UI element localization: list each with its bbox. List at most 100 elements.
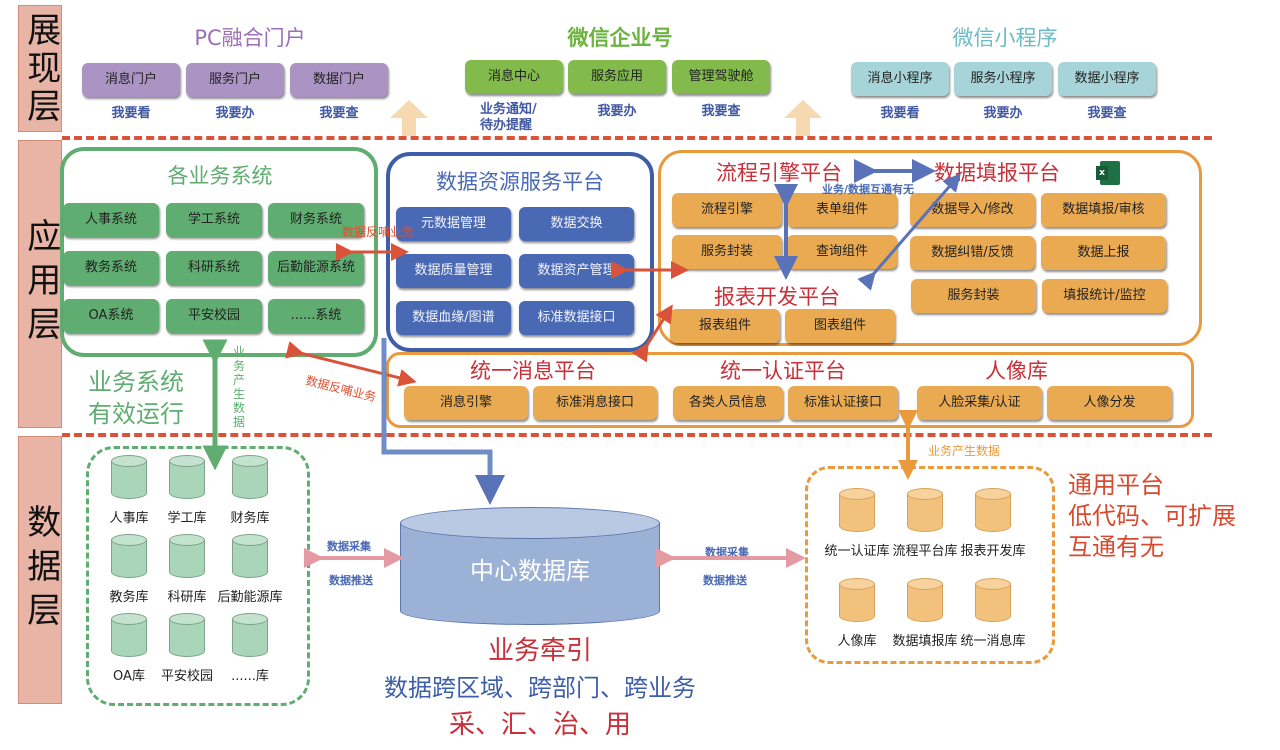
data-report-button[interactable]: 数据上报 bbox=[1041, 236, 1166, 270]
database-icon bbox=[169, 534, 205, 578]
database-icon bbox=[975, 488, 1011, 532]
workflow-platform-title: 流程引擎平台 bbox=[716, 161, 842, 185]
data-lineage-button[interactable]: 数据血缘/图谱 bbox=[396, 301, 511, 335]
business-system-research[interactable]: 科研系统 bbox=[166, 251, 262, 285]
database-label: 学工库 bbox=[167, 511, 207, 526]
business-system-student[interactable]: 学工系统 bbox=[166, 203, 262, 237]
up-arrow-right bbox=[784, 100, 822, 136]
chart-component-button[interactable]: 图表组件 bbox=[785, 309, 895, 343]
layer-label-presentation: 展现层 bbox=[18, 5, 62, 132]
data-fill-review-button[interactable]: 数据填报/审核 bbox=[1041, 193, 1166, 227]
central-database-label: 中心数据库 bbox=[470, 557, 590, 585]
business-system-oa[interactable]: OA系统 bbox=[63, 299, 159, 333]
data-asset-button[interactable]: 数据资产管理 bbox=[519, 254, 634, 288]
fill-service-wrap-button[interactable]: 服务封装 bbox=[911, 279, 1036, 313]
data-import-button[interactable]: 数据导入/修改 bbox=[910, 193, 1035, 227]
database-label: 后勤能源库 bbox=[217, 590, 283, 605]
bottom-slogan-3: 采、汇、治、用 bbox=[448, 710, 631, 740]
standard-message-api-button[interactable]: 标准消息接口 bbox=[533, 386, 657, 420]
database-icon bbox=[169, 613, 205, 657]
database-icon bbox=[111, 613, 147, 657]
database-icon bbox=[232, 455, 268, 499]
database-icon bbox=[169, 455, 205, 499]
portrait-distribute-button[interactable]: 人像分发 bbox=[1047, 386, 1172, 420]
business-system-academic[interactable]: 教务系统 bbox=[63, 251, 159, 285]
mini-program-title: 微信小程序 bbox=[952, 26, 1058, 50]
database-icon bbox=[839, 488, 875, 532]
service-wrap-button[interactable]: 服务封装 bbox=[672, 235, 782, 269]
wechat-caption-do: 我要办 bbox=[597, 104, 637, 119]
database-label: OA库 bbox=[113, 669, 145, 684]
database-icon bbox=[907, 578, 943, 622]
database-label: 数据填报库 bbox=[892, 634, 958, 649]
workflow-engine-button[interactable]: 流程引擎 bbox=[672, 193, 782, 227]
pc-caption-view: 我要看 bbox=[111, 106, 151, 121]
data-correction-button[interactable]: 数据纠错/反馈 bbox=[910, 236, 1035, 270]
layer-label-data: 数据层 bbox=[18, 436, 62, 704]
left-link-push: 数据推送 bbox=[329, 574, 373, 587]
business-system-hr[interactable]: 人事系统 bbox=[63, 203, 159, 237]
pc-portal-title: PC融合门户 bbox=[194, 26, 306, 50]
platform-slogan-3: 互通有无 bbox=[1068, 533, 1164, 561]
service-portal-button[interactable]: 服务门户 bbox=[186, 63, 284, 97]
data-miniprogram-button[interactable]: 数据小程序 bbox=[1058, 62, 1156, 96]
service-app-button[interactable]: 服务应用 bbox=[568, 60, 666, 94]
data-portal-button[interactable]: 数据门户 bbox=[290, 63, 388, 97]
database-label: 统一认证库 bbox=[824, 544, 890, 559]
fill-statistics-button[interactable]: 填报统计/监控 bbox=[1042, 279, 1167, 313]
standard-auth-api-button[interactable]: 标准认证接口 bbox=[788, 386, 898, 420]
up-arrow-left bbox=[390, 100, 428, 136]
personnel-info-button[interactable]: 各类人员信息 bbox=[673, 386, 783, 420]
database-label: 教务库 bbox=[109, 590, 149, 605]
database-label: 财务库 bbox=[230, 511, 270, 526]
database-icon bbox=[111, 455, 147, 499]
message-platform-title: 统一消息平台 bbox=[470, 359, 596, 383]
database-icon bbox=[975, 578, 1011, 622]
face-capture-button[interactable]: 人脸采集/认证 bbox=[917, 386, 1042, 420]
central-database[interactable]: 中心数据库 bbox=[400, 507, 660, 627]
data-quality-button[interactable]: 数据质量管理 bbox=[396, 254, 511, 288]
database-label: 科研库 bbox=[167, 590, 207, 605]
database-label: 人事库 bbox=[109, 511, 149, 526]
data-resource-title: 数据资源服务平台 bbox=[436, 170, 604, 194]
feedback-note-bottom: 数据反哺业务 bbox=[304, 373, 378, 405]
business-slogan-line1: 业务系统 bbox=[88, 368, 184, 396]
business-data-note-vertical: 业务产生数据 bbox=[233, 345, 246, 429]
business-system-campus-safety[interactable]: 平安校园 bbox=[166, 299, 262, 333]
form-component-button[interactable]: 表单组件 bbox=[787, 193, 897, 227]
wechat-caption-query: 我要查 bbox=[701, 104, 741, 119]
feedback-note-top: 数据反哺业务 bbox=[342, 225, 415, 239]
query-component-button[interactable]: 查询组件 bbox=[787, 235, 897, 269]
message-portal-button[interactable]: 消息门户 bbox=[82, 63, 180, 97]
message-miniprogram-button[interactable]: 消息小程序 bbox=[851, 62, 949, 96]
excel-icon: x bbox=[1096, 161, 1120, 185]
database-icon bbox=[111, 534, 147, 578]
platform-slogan-2: 低代码、可扩展 bbox=[1068, 502, 1236, 530]
portrait-platform-title: 人像库 bbox=[985, 359, 1048, 383]
database-icon bbox=[839, 578, 875, 622]
mini-caption-do: 我要办 bbox=[983, 106, 1023, 121]
divider-presentation-application bbox=[62, 136, 1212, 140]
bottom-slogan-2: 数据跨区域、跨部门、跨业务 bbox=[384, 674, 696, 702]
mini-caption-query: 我要查 bbox=[1087, 106, 1127, 121]
business-system-more[interactable]: ......系统 bbox=[268, 299, 364, 333]
right-link-collect: 数据采集 bbox=[705, 546, 749, 559]
database-icon bbox=[907, 488, 943, 532]
standard-data-api-button[interactable]: 标准数据接口 bbox=[519, 301, 634, 335]
business-system-finance[interactable]: 财务系统 bbox=[268, 203, 364, 237]
report-component-button[interactable]: 报表组件 bbox=[670, 309, 780, 343]
business-slogan-line2: 有效运行 bbox=[88, 400, 184, 428]
report-platform-title: 报表开发平台 bbox=[714, 285, 840, 309]
platform-db-group bbox=[805, 466, 1055, 664]
message-center-button[interactable]: 消息中心 bbox=[465, 60, 563, 94]
metadata-management-button[interactable]: 元数据管理 bbox=[396, 207, 511, 241]
management-cockpit-button[interactable]: 管理驾驶舱 bbox=[672, 60, 770, 94]
right-link-push: 数据推送 bbox=[703, 574, 747, 587]
service-miniprogram-button[interactable]: 服务小程序 bbox=[954, 62, 1052, 96]
data-exchange-button[interactable]: 数据交换 bbox=[519, 207, 634, 241]
wechat-caption-notify: 业务通知/ 待办提醒 bbox=[480, 102, 537, 134]
message-engine-button[interactable]: 消息引擎 bbox=[404, 386, 528, 420]
pc-caption-query: 我要查 bbox=[319, 106, 359, 121]
divider-application-data bbox=[62, 433, 1212, 437]
business-system-logistics[interactable]: 后勤能源系统 bbox=[268, 251, 364, 285]
